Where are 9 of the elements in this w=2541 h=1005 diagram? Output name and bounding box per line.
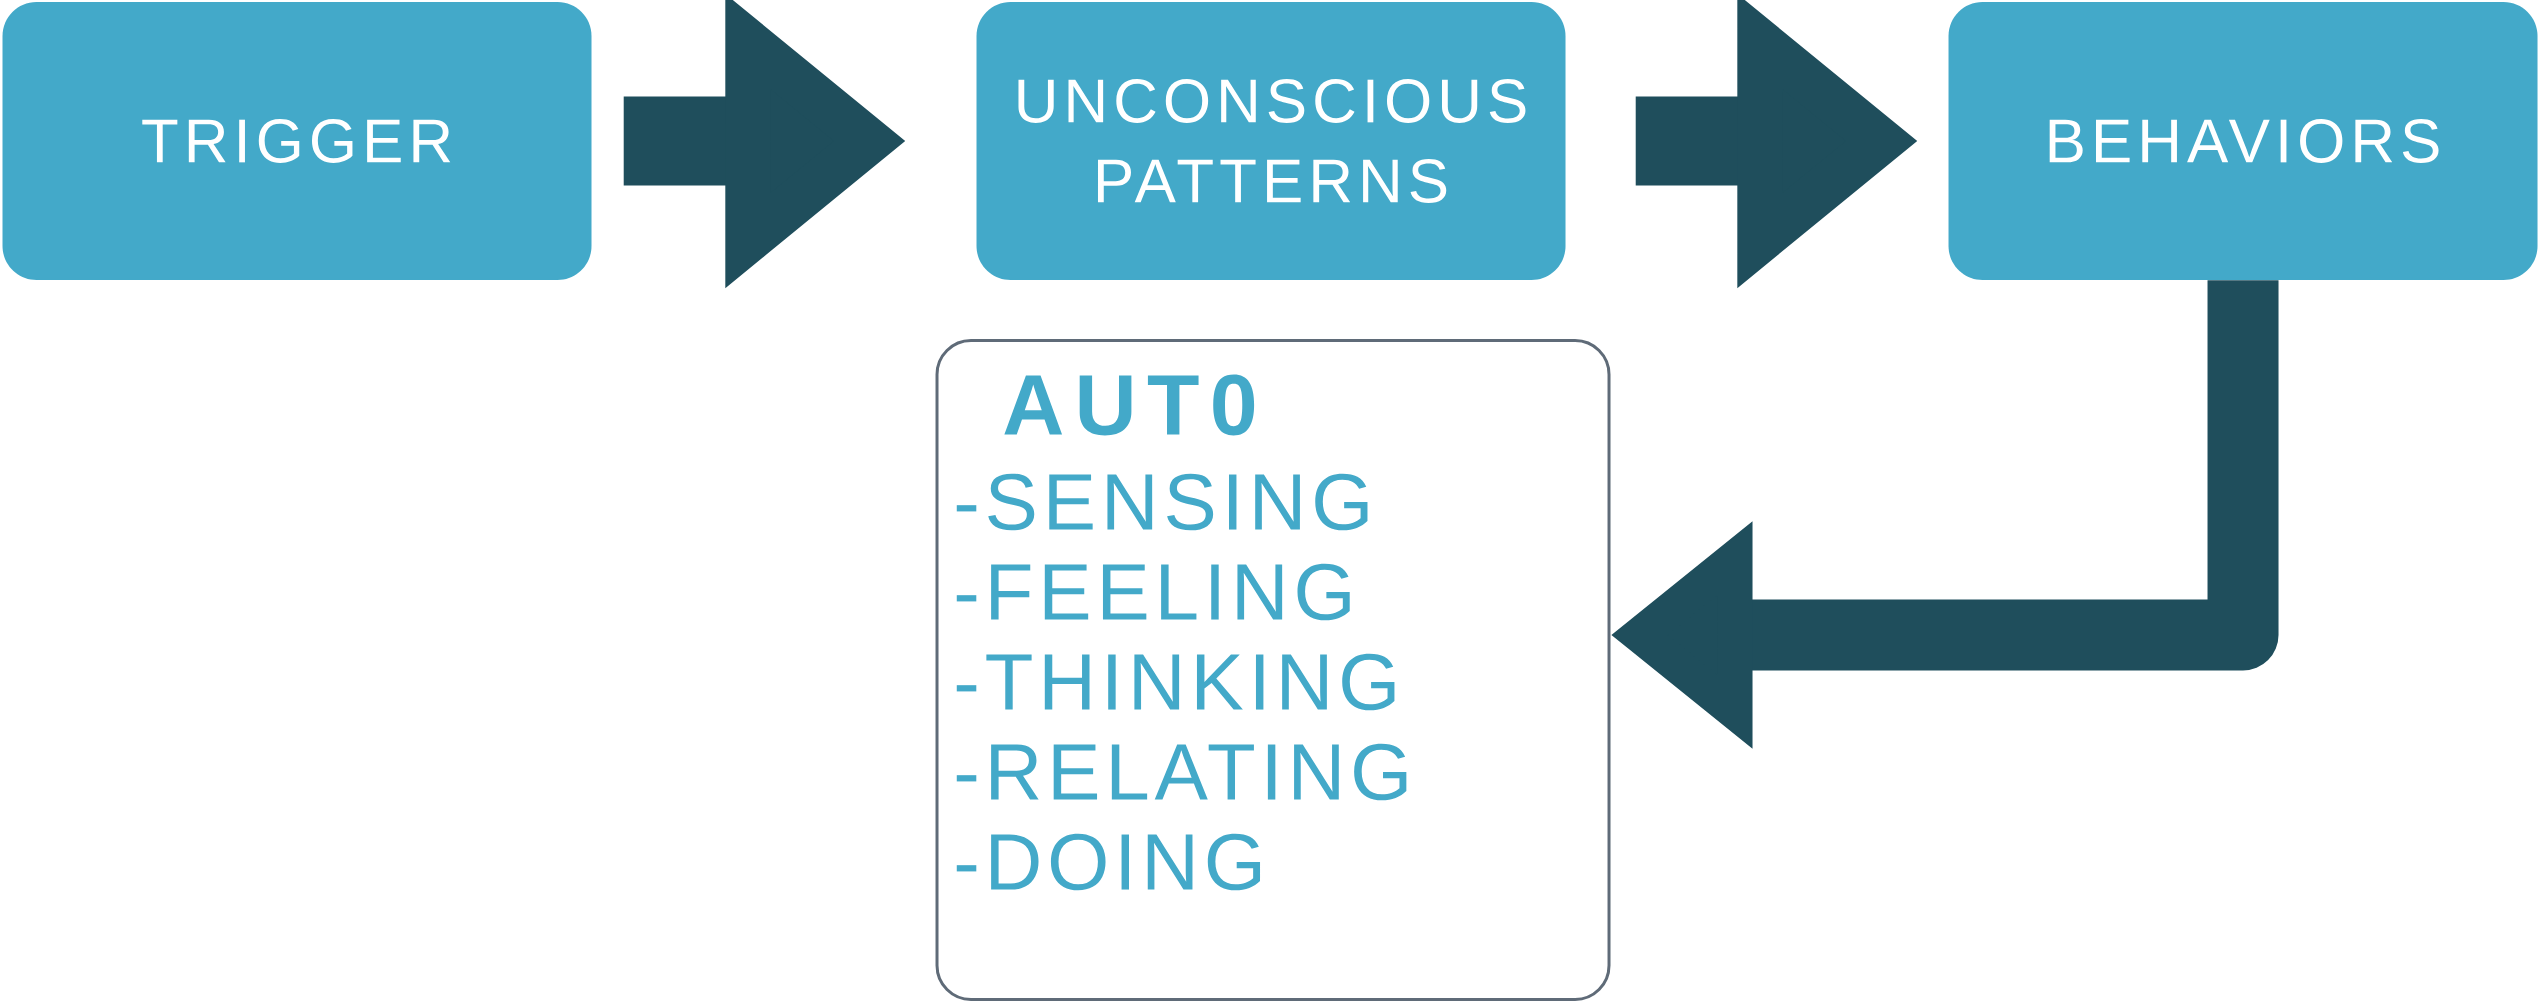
list-item: -THINKING	[956, 653, 1395, 711]
list-item: -DOING	[956, 833, 1261, 891]
list-heading: AUT0	[1004, 374, 1255, 436]
process-box: UNCONSCIOUS PATTERNS	[976, 2, 1566, 280]
process-box: TRIGGER	[2, 2, 592, 280]
list-item: -FEELING	[956, 563, 1350, 621]
list-item: -RELATING	[956, 743, 1407, 801]
list-item: -SENSING	[956, 473, 1368, 531]
process-box: BEHAVIORS	[1948, 2, 2538, 280]
